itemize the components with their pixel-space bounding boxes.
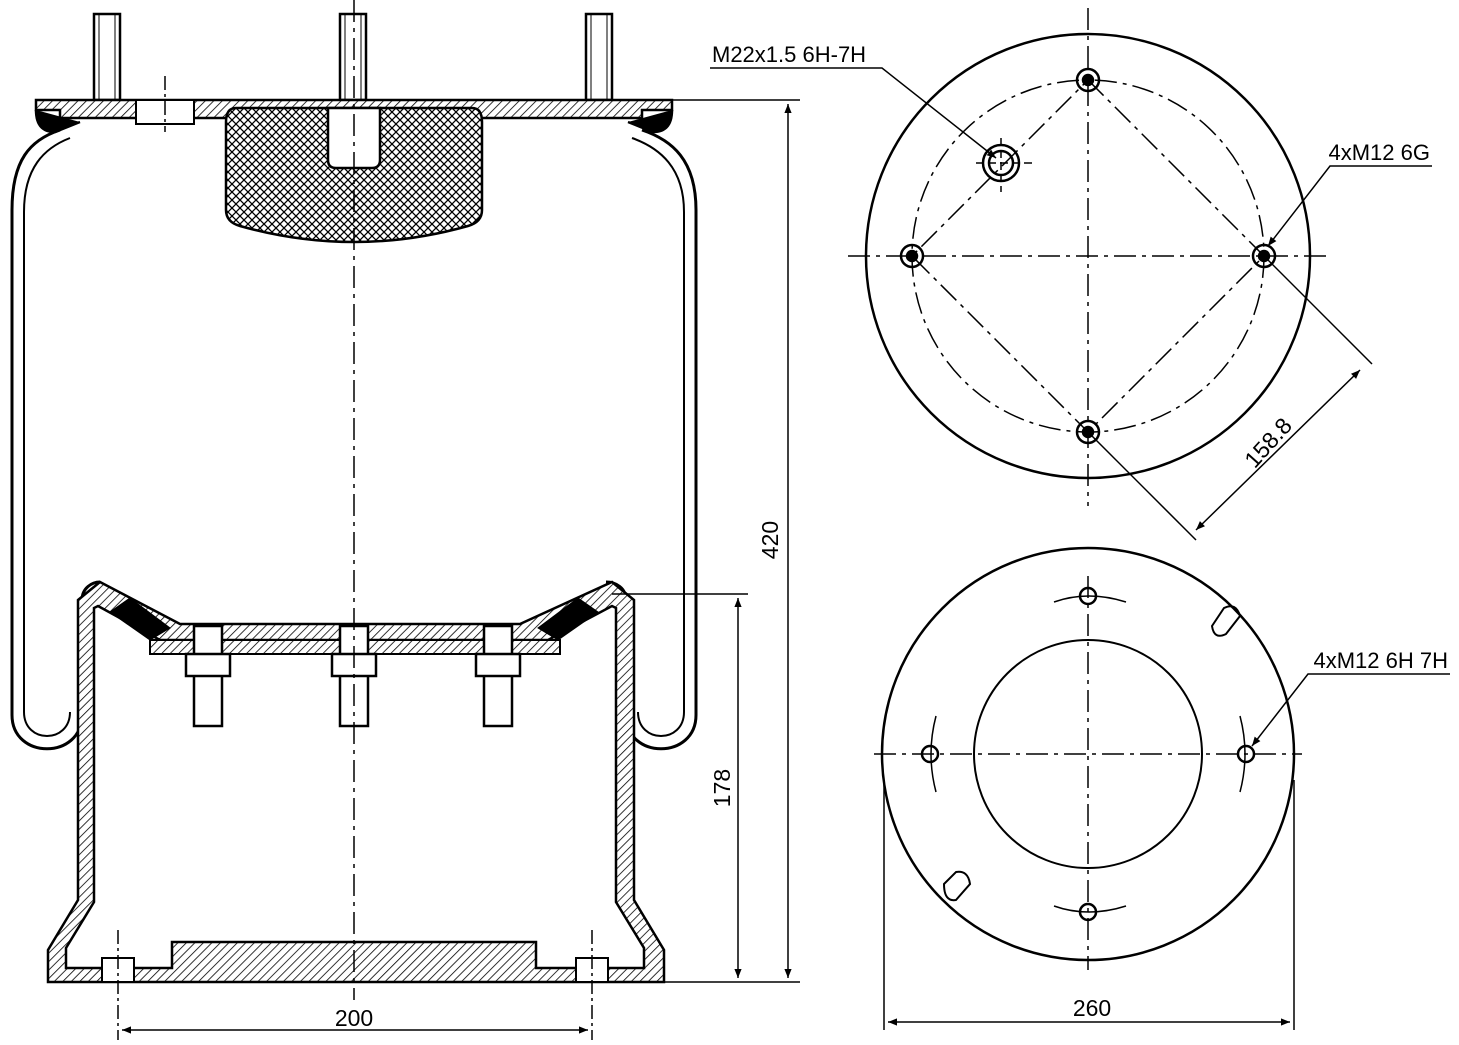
leader-air-inlet: [710, 67, 997, 159]
dim-top-bolt-square: 158.8: [1239, 413, 1297, 473]
side-dimensions: [122, 99, 800, 1034]
bellow-outer: [10, 128, 101, 751]
side-view: [10, 0, 698, 1040]
bottom-slot: [1210, 605, 1242, 637]
dim-overall-height: 420: [757, 521, 783, 559]
dim-line-158: [1195, 369, 1361, 531]
bottom-holes: [920, 586, 1256, 922]
bottom-view: [874, 546, 1450, 1030]
callout-bottom-hole-thread: 4xM12 6H 7H: [1313, 648, 1448, 673]
leader-bottom-hole: [1251, 673, 1450, 747]
dim-bottom-plate-diameter: 260: [1073, 995, 1111, 1021]
bottom-inner-circle: [973, 639, 1203, 869]
bumper: [224, 106, 484, 244]
bottom-studs: [184, 624, 522, 728]
dim-piston-height: 178: [709, 769, 735, 807]
dim-bottom-bolt-spacing: 200: [335, 1005, 373, 1031]
leader-top-stud: [1267, 165, 1432, 247]
air-inlet: [976, 138, 1036, 192]
bottom-slot: [942, 870, 972, 902]
callout-air-inlet-thread: M22x1.5 6H-7H: [712, 42, 866, 67]
top-studs: [92, 12, 614, 102]
top-view: [710, 8, 1432, 541]
callout-top-stud-thread: 4xM12 6G: [1329, 140, 1431, 165]
